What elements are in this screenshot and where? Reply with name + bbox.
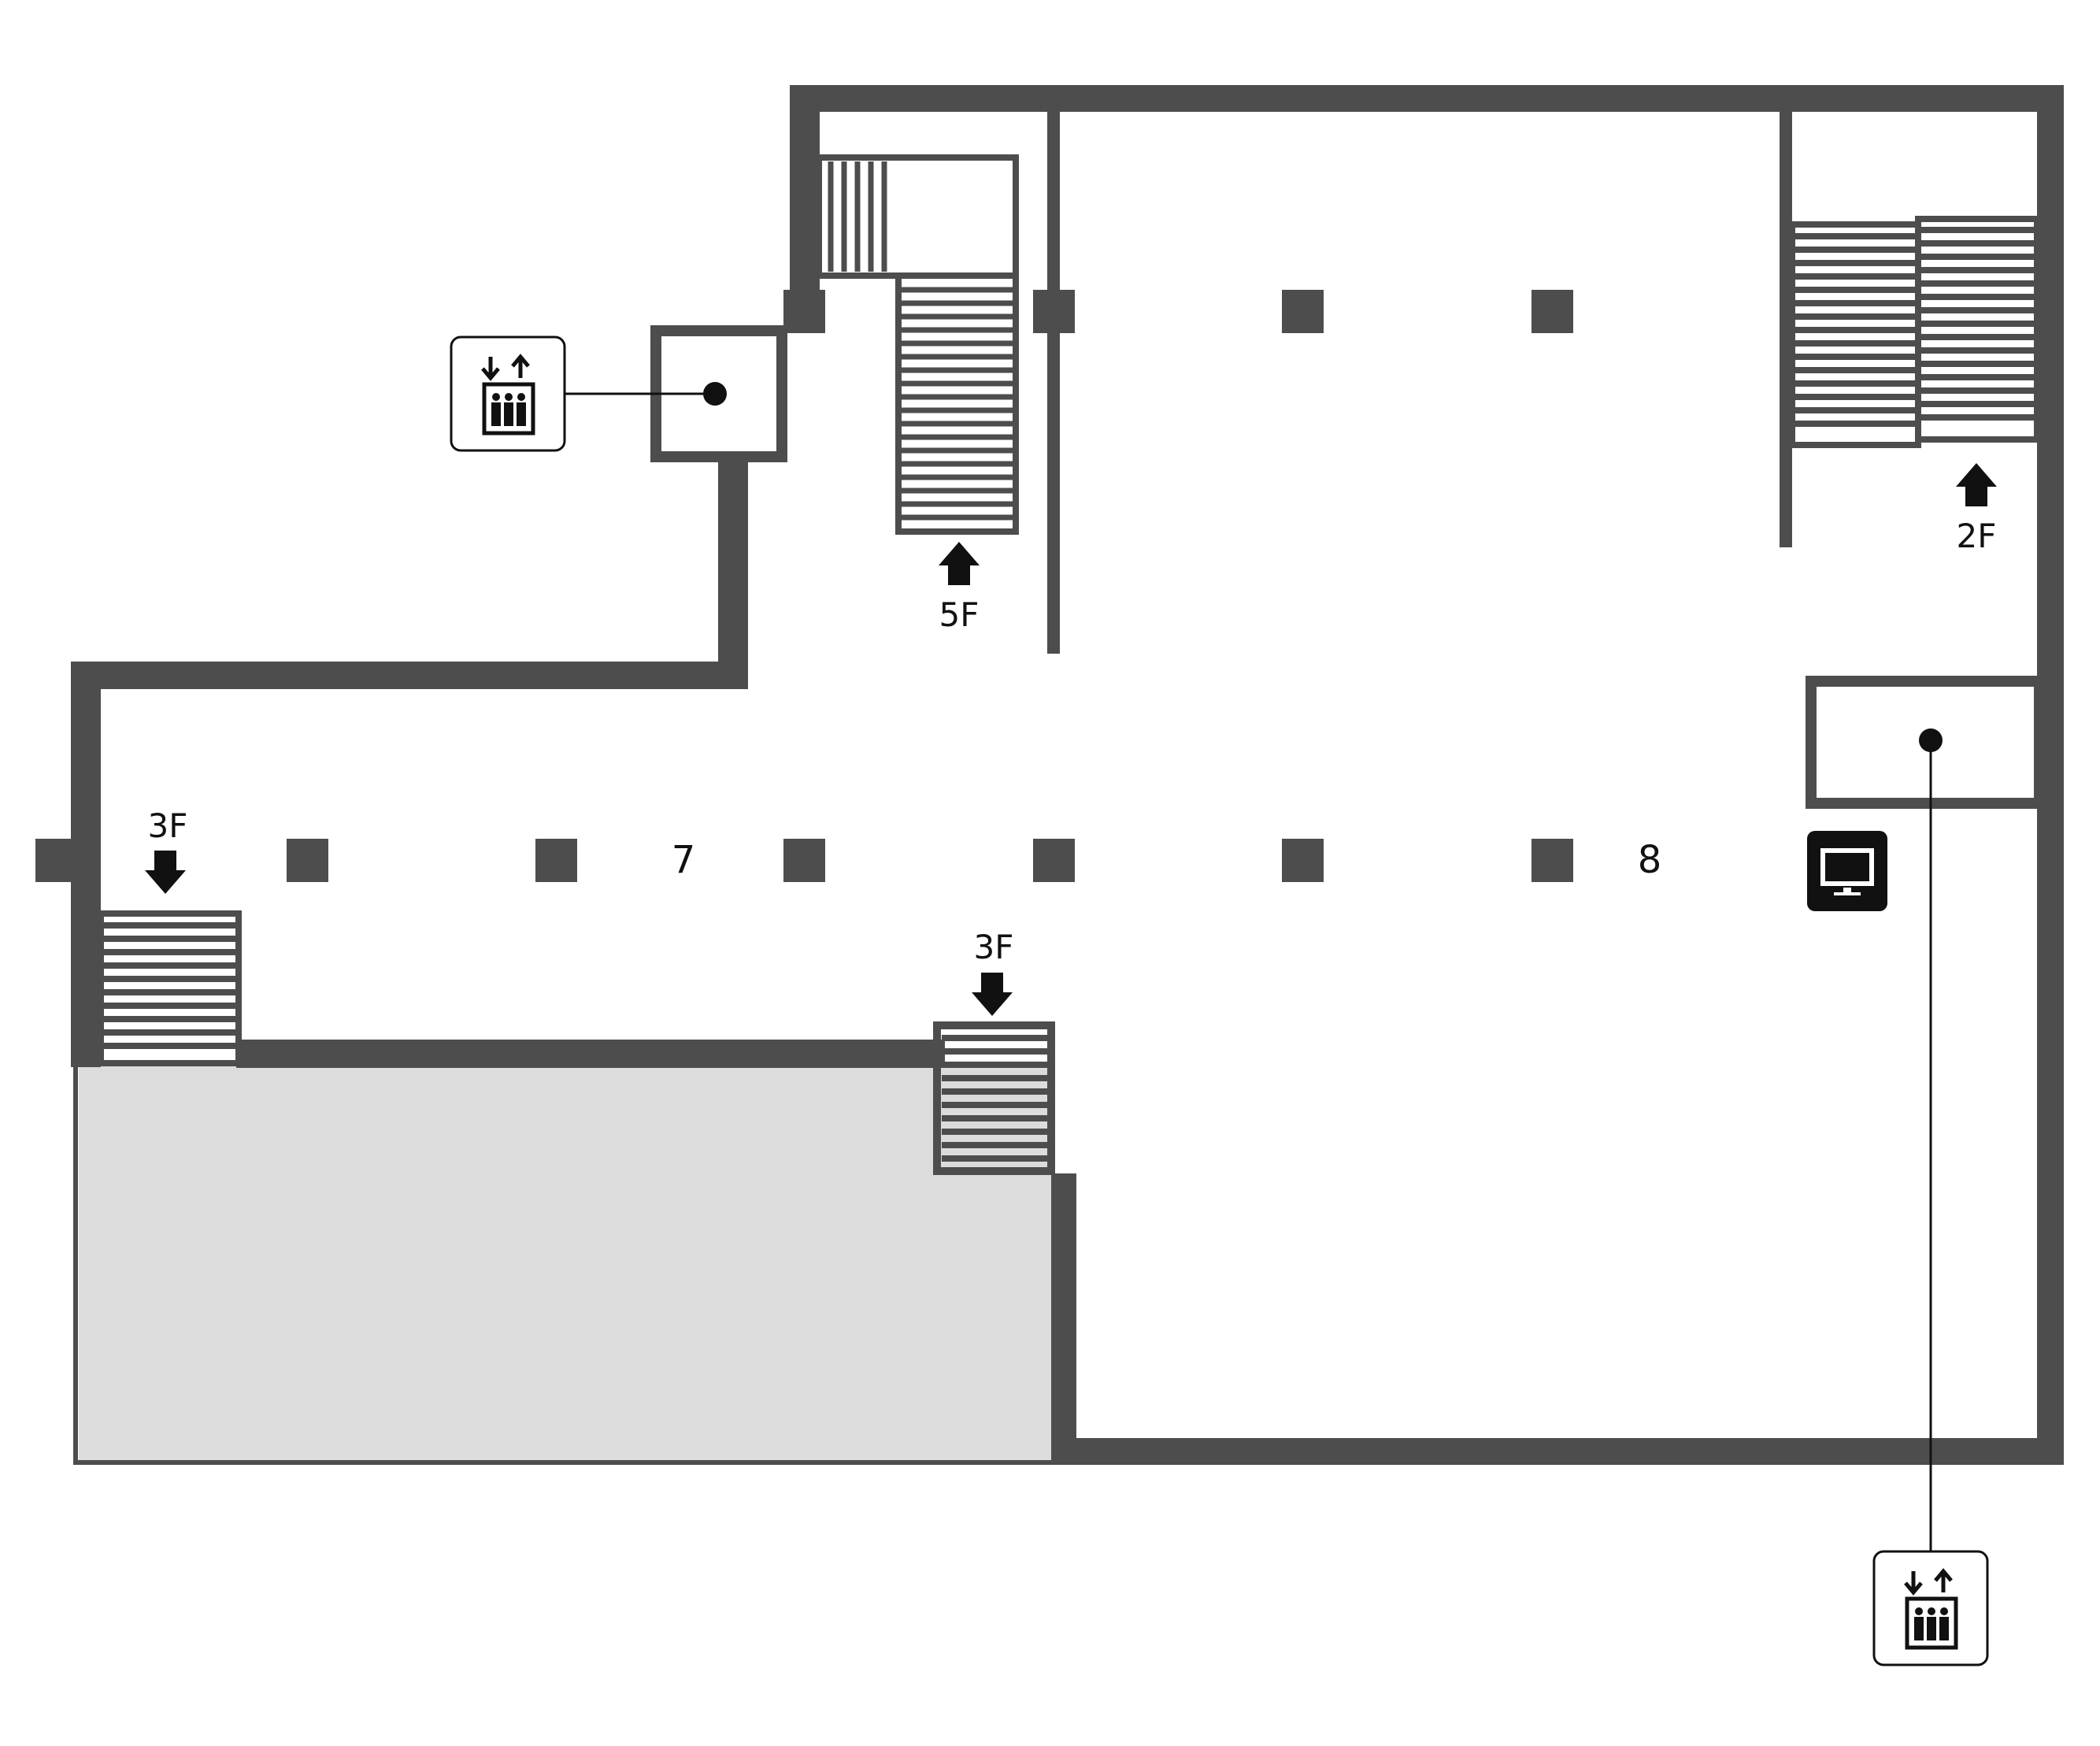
stair-label-5f: 5F xyxy=(939,595,980,634)
elevator-shaft-right xyxy=(1806,676,2045,809)
stairs-left[interactable] xyxy=(98,910,242,1066)
person-figure xyxy=(1928,1607,1935,1615)
person-figure xyxy=(1914,1617,1924,1640)
person-figure xyxy=(517,402,526,426)
arrow-up-icon xyxy=(939,542,980,585)
elevator-callout-top[interactable] xyxy=(450,335,727,452)
stair-label-3f-center: 3F xyxy=(974,928,1014,966)
pillars xyxy=(287,290,1573,882)
elevator-callout-bottom[interactable] xyxy=(1872,728,1989,1666)
inner-walls xyxy=(1047,112,1792,654)
person-figure xyxy=(491,402,501,426)
stairs-upper-right[interactable] xyxy=(1789,216,2040,448)
restricted-area-outline xyxy=(73,1065,1051,1465)
person-figure xyxy=(504,402,513,426)
room-8-label: 8 xyxy=(1638,838,1662,882)
person-figure xyxy=(492,393,500,401)
person-figure xyxy=(1927,1617,1936,1640)
person-figure xyxy=(517,393,525,401)
elevator-icon[interactable] xyxy=(1872,1550,1989,1666)
monitor-icon[interactable] xyxy=(1807,831,1887,911)
person-figure xyxy=(1915,1607,1923,1615)
arrow-down-icon xyxy=(972,973,1013,1016)
stair-label-2f: 2F xyxy=(1957,517,1997,555)
stairs-center[interactable] xyxy=(933,1021,1055,1175)
elevator-icon[interactable] xyxy=(450,335,566,452)
person-figure xyxy=(505,393,513,401)
stairs-upper-center[interactable] xyxy=(816,154,1019,535)
arrow-up-icon xyxy=(1956,463,1997,506)
person-figure xyxy=(1940,1607,1948,1615)
restricted-area xyxy=(79,1065,1051,1462)
stair-label-3f-left: 3F xyxy=(148,806,188,845)
room-7-label: 7 xyxy=(672,838,696,882)
person-figure xyxy=(1939,1617,1949,1640)
arrow-down-icon xyxy=(145,851,186,894)
